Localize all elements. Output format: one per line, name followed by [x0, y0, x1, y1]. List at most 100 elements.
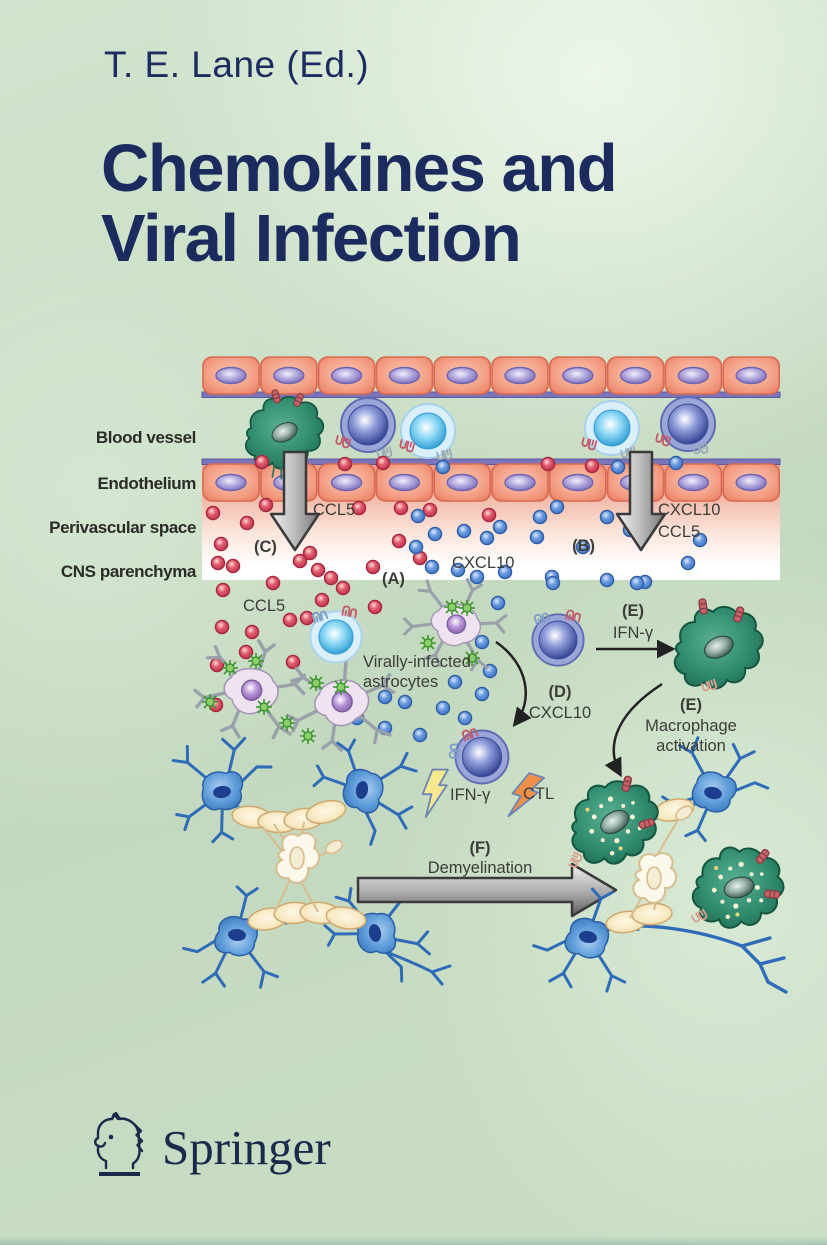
- oligodendrocyte-damaged: [629, 805, 693, 919]
- virus-particle: [278, 714, 296, 732]
- ccl5-molecule: [314, 592, 330, 608]
- label-step-d: (D): [549, 683, 572, 701]
- cxcl10-molecule: [545, 575, 561, 591]
- cxcl10-molecule: [599, 509, 615, 525]
- ccl5-molecule: [393, 500, 409, 516]
- diagram-row-labels: Blood vessel Endothelium Perivascular sp…: [49, 428, 197, 581]
- cxcl10-molecule: [447, 674, 463, 690]
- ctl-cell: [454, 729, 510, 785]
- title-line-1: Chemokines and: [101, 131, 618, 206]
- virus-particle: [458, 599, 476, 617]
- ccl5-molecule: [213, 536, 229, 552]
- ccl5-molecule: [244, 624, 260, 640]
- cxcl10-molecule: [410, 508, 426, 524]
- cxcl10-molecule: [610, 459, 626, 475]
- cxcl10-molecule: [435, 700, 451, 716]
- cxcl10-molecule: [479, 530, 495, 546]
- diagram-annotations: CCL5 (C) CXCL10 (A) (B) CXCL10 CCL5 CCL5…: [243, 501, 737, 877]
- label-ccl5-cns: CCL5: [243, 597, 285, 615]
- label-ccl5-right: CCL5: [658, 523, 700, 541]
- ccl5-molecule: [584, 458, 600, 474]
- ccl5-molecule: [375, 455, 391, 471]
- ccl5-molecule: [254, 454, 270, 470]
- ccl5-molecule: [285, 654, 301, 670]
- virus-particle: [299, 727, 317, 745]
- virus-particle: [332, 678, 350, 696]
- label-step-b: (B): [572, 537, 595, 555]
- label-cxcl10-right: CXCL10: [658, 501, 720, 519]
- ccl5-molecule: [258, 497, 274, 513]
- endothelial-cell: [317, 356, 376, 395]
- label-step-a: (A): [382, 570, 405, 588]
- t-cell-cns-light: [309, 610, 363, 664]
- blood-vessel-wall: [202, 356, 781, 395]
- arrow-f-demyelination: [356, 862, 618, 918]
- label-endothelium: Endothelium: [97, 474, 196, 493]
- ccl5-molecule: [337, 456, 353, 472]
- ccl5-molecule: [323, 570, 339, 586]
- ccl5-molecule: [310, 562, 326, 578]
- arrow-d-curve: [495, 640, 532, 727]
- label-demyelination: Demyelination: [428, 859, 533, 877]
- cxcl10-molecule: [412, 727, 428, 743]
- cxcl10-molecule: [549, 499, 565, 515]
- cxcl10-molecule: [457, 710, 473, 726]
- ccl5-molecule: [335, 580, 351, 596]
- ccl5-molecule: [292, 553, 308, 569]
- ccl5-molecule: [239, 515, 255, 531]
- label-ifn-gamma-bolt: IFN-γ: [450, 786, 491, 804]
- cxcl10-molecule: [474, 634, 490, 650]
- endothelial-cell: [722, 463, 781, 502]
- cxcl10-molecule: [377, 689, 393, 705]
- ccl5-molecule: [422, 502, 438, 518]
- cxcl10-molecule: [427, 526, 443, 542]
- virus-particle: [221, 659, 239, 677]
- macrophage-activated-target: [673, 597, 764, 694]
- ccl5-molecule: [210, 555, 226, 571]
- ccl5-molecule: [205, 505, 221, 521]
- vessel-basement-membrane: [201, 391, 781, 398]
- cxcl10-molecule: [599, 572, 615, 588]
- ifn-gamma-bolt-icon: [418, 766, 455, 819]
- cxcl10-molecule: [492, 519, 508, 535]
- label-virally-infected-1: Virally-infected: [363, 653, 471, 671]
- arrow-b-transmigration: [615, 450, 667, 552]
- label-perivascular-space: Perivascular space: [49, 518, 196, 537]
- endothelial-cell: [433, 356, 492, 395]
- cxcl10-molecule: [629, 575, 645, 591]
- endothelial-cell: [664, 356, 723, 395]
- endothelial-cell: [491, 356, 549, 395]
- cxcl10-molecule: [529, 529, 545, 545]
- endothelial-cell: [606, 356, 665, 395]
- endothelial-cell: [548, 356, 607, 395]
- ccl5-molecule: [214, 619, 230, 635]
- label-cns-parenchyma: CNS parenchyma: [61, 562, 197, 581]
- endothelial-cell: [375, 356, 434, 395]
- label-macrophage-2: activation: [656, 737, 726, 755]
- label-step-e-top: (E): [622, 602, 644, 620]
- ccl5-molecule: [215, 582, 231, 598]
- label-ctl: CTL: [523, 785, 554, 803]
- label-cxcl10-center: CXCL10: [452, 554, 514, 572]
- oligodendrocyte-healthy: [261, 821, 344, 915]
- label-blood-vessel: Blood vessel: [96, 428, 196, 447]
- label-step-f: (F): [469, 839, 490, 857]
- label-virally-infected-2: astrocytes: [363, 673, 438, 691]
- ccl5-molecule: [265, 575, 281, 591]
- label-step-e-bottom: (E): [680, 696, 702, 714]
- activated-macrophage-2: [687, 839, 791, 937]
- ccl5-molecule: [365, 559, 381, 575]
- publisher-logo: Springer: [90, 1112, 331, 1178]
- arrow-c-transmigration: [269, 450, 321, 552]
- virus-particle: [255, 698, 273, 716]
- cxcl10-molecule: [435, 459, 451, 475]
- cxcl10-molecule: [408, 539, 424, 555]
- endothelium-membrane: [201, 458, 781, 465]
- cxcl10-molecule: [397, 694, 413, 710]
- arrow-e-activation-curve: [604, 682, 663, 778]
- cover-bottom-edge: [0, 1236, 827, 1245]
- virus-particle: [247, 652, 265, 670]
